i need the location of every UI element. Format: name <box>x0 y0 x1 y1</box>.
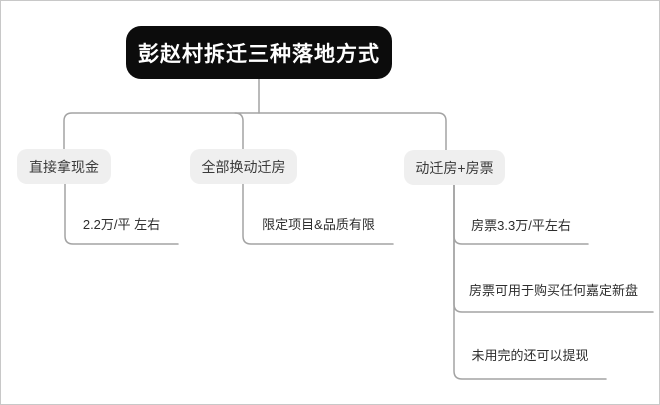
child-node-ticket-price[interactable]: 房票3.3万/平左右 <box>471 218 571 233</box>
connector-branch1-child1 <box>64 183 179 245</box>
root-node[interactable]: 彭赵村拆迁三种落地方式 <box>126 26 392 79</box>
child-node-ticket-cashout[interactable]: 未用完的还可以提现 <box>471 348 589 363</box>
connector-branch-rail <box>63 112 447 151</box>
connector-branch2-child1 <box>242 183 394 245</box>
connector-branch2-stem <box>234 112 244 150</box>
root-node-label: 彭赵村拆迁三种落地方式 <box>138 42 380 66</box>
child-node-cash-price[interactable]: 2.2万/平 左右 <box>82 217 161 232</box>
child-node-ticket-usage[interactable]: 房票可用于购买任何嘉定新盘 <box>468 283 638 298</box>
branch-node-label: 动迁房+房票 <box>415 159 494 176</box>
branch-node-label: 全部换动迁房 <box>201 158 286 175</box>
child-node-limited-projects[interactable]: 限定项目&品质有限 <box>262 217 375 232</box>
branch-node-label: 直接拿现金 <box>29 158 99 175</box>
connector-branch3-child1 <box>453 184 589 245</box>
branch-node-housing-plus-ticket[interactable]: 动迁房+房票 <box>404 150 505 185</box>
branch-node-cash[interactable]: 直接拿现金 <box>17 149 111 184</box>
branch-node-relocation-housing[interactable]: 全部换动迁房 <box>190 149 297 184</box>
